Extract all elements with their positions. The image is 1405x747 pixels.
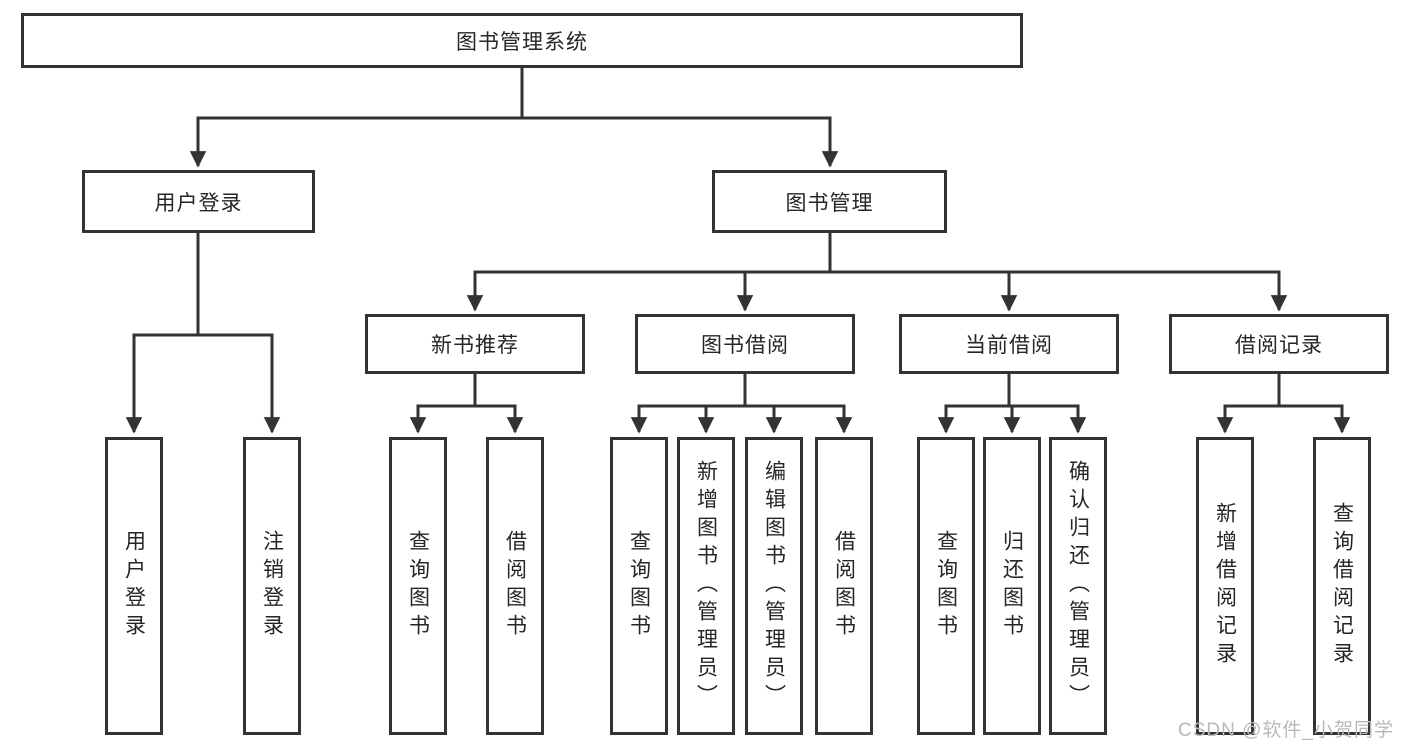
connector-borrow-to-leaves: [630, 374, 853, 434]
connector-management-to-level3: [466, 233, 1288, 312]
connector-records-to-leaves: [1216, 374, 1351, 434]
connector-root-to-level2: [189, 68, 839, 168]
leaf-add-book-admin-label: 新增图书（管理员）: [694, 460, 718, 712]
leaf-logout: 注销登录: [243, 437, 301, 735]
node-new-book-recommend: 新书推荐: [365, 314, 585, 374]
node-book-management: 图书管理: [712, 170, 947, 233]
leaf-borrow-books: 借阅图书: [815, 437, 873, 735]
leaf-query-books-borrow-label: 查询图书: [627, 530, 651, 642]
leaf-user-login: 用户登录: [105, 437, 163, 735]
leaf-confirm-return-admin: 确认归还（管理员）: [1049, 437, 1107, 735]
node-library-system: 图书管理系统: [21, 13, 1023, 68]
node-borrow-records-label: 借阅记录: [1235, 334, 1323, 357]
leaf-confirm-return-admin-label: 确认归还（管理员）: [1066, 460, 1090, 712]
node-book-borrow-label: 图书借阅: [701, 334, 789, 357]
leaf-query-books-current: 查询图书: [917, 437, 975, 735]
node-current-borrow-label: 当前借阅: [965, 334, 1053, 357]
leaf-query-books-current-label: 查询图书: [934, 530, 958, 642]
node-library-system-label: 图书管理系统: [456, 30, 588, 54]
node-borrow-records: 借阅记录: [1169, 314, 1389, 374]
leaf-add-book-admin: 新增图书（管理员）: [677, 437, 735, 735]
leaf-query-borrow-record: 查询借阅记录: [1313, 437, 1371, 735]
csdn-watermark: CSDN @软件_小贺同学: [1178, 720, 1394, 741]
node-book-management-label: 图书管理: [785, 191, 874, 215]
leaf-edit-book-admin-label: 编辑图书（管理员）: [762, 460, 786, 712]
node-current-borrow: 当前借阅: [899, 314, 1119, 374]
leaf-borrow-books-recommend-label: 借阅图书: [503, 530, 527, 642]
leaf-user-login-label: 用户登录: [122, 530, 146, 642]
connector-recommend-to-leaves: [409, 374, 524, 434]
node-user-login: 用户登录: [82, 170, 315, 233]
node-new-book-recommend-label: 新书推荐: [431, 334, 519, 357]
leaf-borrow-books-label: 借阅图书: [832, 530, 856, 642]
leaf-edit-book-admin: 编辑图书（管理员）: [745, 437, 803, 735]
leaf-return-book: 归还图书: [983, 437, 1041, 735]
leaf-add-borrow-record-label: 新增借阅记录: [1213, 502, 1237, 670]
connector-login-to-leaves: [125, 233, 281, 434]
leaf-return-book-label: 归还图书: [1000, 530, 1024, 642]
leaf-logout-label: 注销登录: [260, 530, 284, 642]
node-user-login-label: 用户登录: [154, 191, 243, 215]
leaf-borrow-books-recommend: 借阅图书: [486, 437, 544, 735]
leaf-query-books-borrow: 查询图书: [610, 437, 668, 735]
leaf-query-books-recommend: 查询图书: [389, 437, 447, 735]
leaf-query-books-recommend-label: 查询图书: [406, 530, 430, 642]
leaf-add-borrow-record: 新增借阅记录: [1196, 437, 1254, 735]
leaf-query-borrow-record-label: 查询借阅记录: [1330, 502, 1354, 670]
node-book-borrow: 图书借阅: [635, 314, 855, 374]
connector-current-to-leaves: [937, 374, 1087, 434]
